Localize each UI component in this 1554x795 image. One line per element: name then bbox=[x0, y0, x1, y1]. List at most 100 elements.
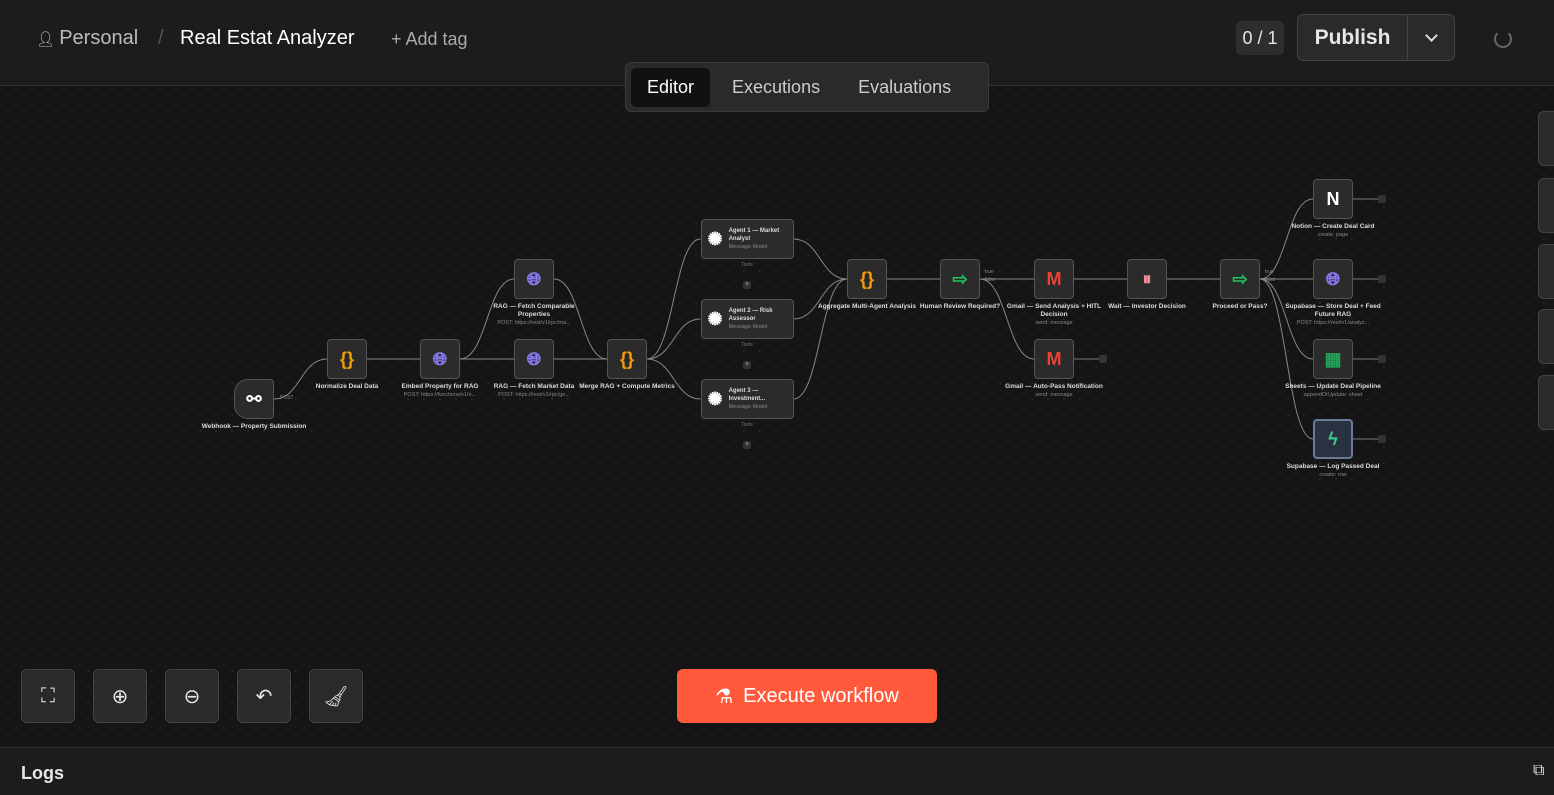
node-label-block: Embed Property for RAG POST: https://func… bbox=[385, 383, 495, 399]
node-label: Agent 2 — Risk Assessor bbox=[728, 308, 773, 322]
execute-workflow-button[interactable]: ⚗Execute workflow bbox=[677, 669, 937, 723]
tab-evaluations[interactable]: Evaluations bbox=[858, 76, 952, 97]
connection-edge[interactable] bbox=[1259, 198, 1314, 280]
breadcrumb-project[interactable]: 👤︎ Personal bbox=[36, 27, 139, 49]
add-node-button[interactable] bbox=[1378, 195, 1386, 203]
side-panel-button[interactable] bbox=[1538, 309, 1554, 364]
node-subtitle: POST: https://rest/v1/rpc/ma... bbox=[497, 320, 571, 326]
expand-icon[interactable]: ⧉ bbox=[1533, 762, 1545, 779]
connection-edge[interactable] bbox=[793, 278, 848, 320]
publish-button[interactable]: Publish bbox=[1297, 14, 1408, 61]
add-tool-button[interactable]: + bbox=[743, 441, 751, 449]
publish-dropdown-button[interactable] bbox=[1407, 14, 1455, 61]
zoom-out-button[interactable]: ⊖ bbox=[165, 669, 219, 723]
node-label: Proceed or Pass? bbox=[1212, 303, 1268, 310]
node-wait[interactable]: ⏸︎ bbox=[1127, 259, 1167, 299]
pause-icon: ⏸︎ bbox=[1142, 268, 1152, 289]
node-label: Normalize Deal Data bbox=[315, 383, 379, 390]
node-ragmarket[interactable]: 🌐︎ bbox=[514, 339, 554, 379]
connection-edge[interactable] bbox=[646, 318, 701, 360]
node-subtitle: Message Model bbox=[728, 404, 768, 410]
side-panel-button[interactable] bbox=[1538, 178, 1554, 233]
breadcrumb-separator: / bbox=[158, 27, 164, 49]
connection-edge[interactable] bbox=[1259, 278, 1314, 360]
side-panel-button[interactable] bbox=[1538, 244, 1554, 299]
connection-edge[interactable] bbox=[979, 278, 1035, 360]
node-supalog[interactable]: ϟ bbox=[1313, 419, 1353, 459]
node-label: Supabase — Store Deal + Feed Future RAG bbox=[1285, 303, 1381, 318]
add-node-button[interactable] bbox=[1378, 275, 1386, 283]
node-agent3[interactable]: ✺Agent 3 — Investment...Message Model bbox=[700, 379, 794, 419]
openai-icon: ✺ bbox=[707, 308, 723, 329]
connection-edge[interactable] bbox=[459, 278, 515, 360]
code-icon: {} bbox=[859, 268, 874, 289]
connection-edge[interactable] bbox=[793, 238, 848, 280]
tab-editor[interactable]: Editor bbox=[631, 67, 711, 107]
tools-label: Tools bbox=[741, 342, 753, 348]
connection-edge[interactable] bbox=[646, 358, 701, 400]
add-tool-button[interactable]: + bbox=[743, 281, 751, 289]
node-sheets[interactable]: ▦ bbox=[1313, 339, 1353, 379]
zoom-in-button[interactable]: ⊕ bbox=[93, 669, 147, 723]
undo-icon: ↶ bbox=[255, 685, 273, 708]
add-tag-button[interactable]: + Add tag bbox=[391, 29, 468, 49]
node-subtitle: POST: https://functions/v1/e... bbox=[403, 392, 477, 398]
node-proceed[interactable]: ⇨ bbox=[1220, 259, 1260, 299]
workflow-name[interactable]: Real Estat Analyzer bbox=[180, 27, 355, 49]
node-webhook[interactable]: ⚯ bbox=[234, 379, 274, 419]
connection-edge[interactable] bbox=[273, 358, 328, 400]
openai-icon: ✺ bbox=[707, 388, 723, 409]
node-supastore[interactable]: 🌐︎ bbox=[1313, 259, 1353, 299]
node-aggregate[interactable]: {} bbox=[847, 259, 887, 299]
add-tool-button[interactable]: + bbox=[743, 361, 751, 369]
add-node-button[interactable] bbox=[1378, 435, 1386, 443]
side-panel-button[interactable] bbox=[1538, 375, 1554, 430]
version-counter: 0 / 1 bbox=[1236, 21, 1284, 55]
node-label: Sheets — Update Deal Pipeline bbox=[1285, 383, 1381, 390]
logs-label: Logs bbox=[21, 763, 64, 783]
node-normalize[interactable]: {} bbox=[327, 339, 367, 379]
logs-panel[interactable]: Logs ⧉ bbox=[0, 747, 1554, 795]
side-panel-button[interactable] bbox=[1538, 111, 1554, 166]
signpost-icon: ⇨ bbox=[952, 268, 968, 289]
node-subtitle: Message Model bbox=[728, 324, 768, 330]
add-node-button[interactable] bbox=[1099, 355, 1107, 363]
fullscreen-icon: ⛶ bbox=[41, 684, 55, 707]
node-label: Supabase — Log Passed Deal bbox=[1286, 463, 1380, 470]
node-ragcomp[interactable]: 🌐︎ bbox=[514, 259, 554, 299]
node-notion[interactable]: N bbox=[1313, 179, 1353, 219]
node-label: Embed Property for RAG bbox=[401, 383, 479, 390]
node-merge[interactable]: {} bbox=[607, 339, 647, 379]
chevron-down-icon bbox=[1424, 29, 1438, 42]
node-label-block: Normalize Deal Data bbox=[292, 383, 402, 391]
node-label-block: Wait — Investor Decision bbox=[1092, 303, 1202, 311]
node-subtitle: create: page bbox=[1317, 232, 1349, 238]
connection-edge[interactable] bbox=[793, 278, 848, 400]
node-label: RAG — Fetch Comparable Properties bbox=[493, 303, 575, 318]
branch-label-true: true bbox=[1265, 269, 1274, 275]
node-embed[interactable]: 🌐︎ bbox=[420, 339, 460, 379]
fit-view-button[interactable]: ⛶ bbox=[21, 669, 75, 723]
node-gmail1[interactable]: M bbox=[1034, 259, 1074, 299]
connection-edge[interactable] bbox=[553, 278, 608, 360]
undo-button[interactable]: ↶ bbox=[237, 669, 291, 723]
connection-edge[interactable] bbox=[1259, 278, 1314, 440]
gmail-icon: M bbox=[1046, 268, 1062, 289]
node-label-block: Aggregate Multi-Agent Analysis bbox=[812, 303, 922, 311]
connection-edge[interactable] bbox=[646, 238, 701, 360]
tab-executions[interactable]: Executions bbox=[732, 76, 821, 97]
node-human[interactable]: ⇨ bbox=[940, 259, 980, 299]
globe-icon: 🌐︎ bbox=[526, 348, 542, 369]
tidy-up-button[interactable]: 🧹︎ bbox=[309, 669, 363, 723]
node-label: Agent 1 — Market Analyst bbox=[728, 228, 780, 242]
node-gmail2[interactable]: M bbox=[1034, 339, 1074, 379]
add-node-button[interactable] bbox=[1378, 355, 1386, 363]
